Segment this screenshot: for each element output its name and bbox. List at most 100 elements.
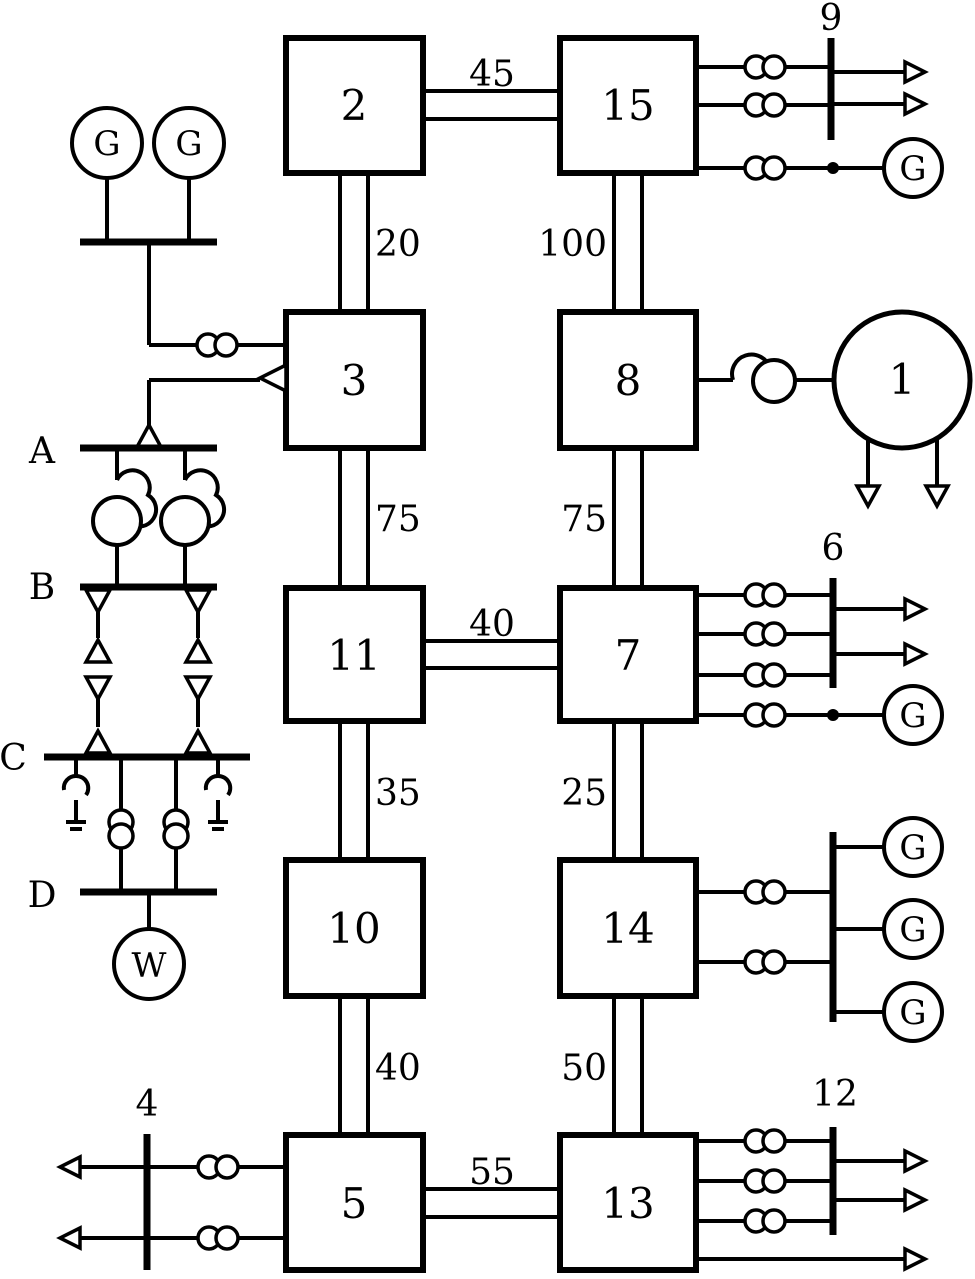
link-11-10 <box>338 721 370 860</box>
link-label-3-11: 75 <box>375 499 421 540</box>
converter-icon <box>83 675 113 703</box>
bus-14-gen-group: G G G <box>696 816 944 1043</box>
svg-text:G: G <box>175 124 202 164</box>
bus-label-C: C <box>0 738 27 779</box>
transformer-icon <box>743 582 787 608</box>
load-arrow-icon <box>903 1246 929 1272</box>
svg-text:G: G <box>93 124 120 164</box>
generator-icon: G <box>882 684 944 746</box>
node-label-1: 1 <box>889 355 916 404</box>
node-11: 11 <box>283 585 426 724</box>
transformer-icon <box>743 1128 787 1154</box>
bus-9-group: 9 G <box>696 0 944 199</box>
left-gen-group: G G <box>70 106 286 358</box>
link-label-8-7: 75 <box>561 499 607 540</box>
bus-label-12: 12 <box>812 1074 858 1115</box>
node-5: 5 <box>283 1132 426 1273</box>
node-14: 14 <box>557 857 699 999</box>
generator-icon: G <box>882 898 944 960</box>
bus-label-9: 9 <box>820 0 843 39</box>
link-15-8 <box>612 173 644 312</box>
load-arrow-icon <box>854 484 882 510</box>
load-arrow-icon <box>903 59 929 85</box>
link-labels: 45 20 100 75 75 40 35 25 40 50 55 <box>375 54 607 1193</box>
transformer-icon <box>196 1154 240 1180</box>
bus-label-B: B <box>29 567 55 608</box>
transformer-icon <box>196 1225 240 1251</box>
node-label-2: 2 <box>341 81 368 130</box>
transformer-icon <box>743 702 787 728</box>
bus-label-A: A <box>28 431 56 472</box>
bus-label-6: 6 <box>822 528 845 569</box>
ground-icon <box>203 757 233 831</box>
node-label-11: 11 <box>327 631 380 680</box>
node-label-15: 15 <box>601 81 654 130</box>
bus-label-4: 4 <box>136 1084 159 1125</box>
transformer-icon <box>195 332 239 358</box>
link-label-11-10: 35 <box>375 773 421 814</box>
svg-text:G: G <box>899 993 926 1033</box>
node-label-5: 5 <box>341 1179 368 1228</box>
node-8: 8 <box>557 309 699 451</box>
transformer-icon <box>743 949 787 975</box>
transformer-icon <box>743 1168 787 1194</box>
transformer-icon <box>107 808 135 850</box>
converter-icon <box>183 636 213 664</box>
converter-icon <box>183 588 213 616</box>
transformer-icon <box>743 92 787 118</box>
link-label-14-13: 50 <box>561 1048 607 1089</box>
load-arrow-icon <box>903 641 929 667</box>
bus-label-D: D <box>28 875 57 916</box>
node-label-10: 10 <box>327 904 380 953</box>
link-3-11 <box>338 448 370 588</box>
transformer-icon <box>743 621 787 647</box>
load-arrow-icon <box>903 1187 929 1213</box>
node-15: 15 <box>557 35 699 176</box>
link-2-3 <box>338 173 370 312</box>
interconnections <box>338 89 644 1219</box>
node-label-7: 7 <box>615 631 642 680</box>
transformer-icon <box>743 155 787 181</box>
bus-4-group: 4 <box>56 1084 286 1270</box>
converter-icon <box>256 362 288 394</box>
link-label-15-8: 100 <box>538 224 607 265</box>
generator-icon: G <box>882 816 944 878</box>
generator-icon: G <box>882 137 944 199</box>
load-arrow-icon <box>56 1225 82 1251</box>
converter-icon <box>83 636 113 664</box>
link-label-11-7: 40 <box>469 604 515 645</box>
ground-icon <box>61 757 91 831</box>
converter-icon <box>83 588 113 616</box>
machine-1 <box>831 309 973 451</box>
node-13: 13 <box>557 1132 699 1273</box>
svg-text:G: G <box>899 828 926 868</box>
wind-turbine-icon: W <box>112 927 186 1001</box>
transformer-icon <box>743 54 787 80</box>
machine-1-group: 1 <box>696 309 973 510</box>
load-arrow-icon <box>903 91 929 117</box>
transformer-icon <box>743 879 787 905</box>
link-14-13 <box>612 996 644 1135</box>
link-label-2-15: 45 <box>469 54 515 95</box>
link-5-13 <box>423 1187 560 1219</box>
converter-icon <box>83 727 113 755</box>
load-arrow-icon <box>56 1154 82 1180</box>
node-label-13: 13 <box>601 1179 654 1228</box>
transformer-icon <box>743 662 787 688</box>
node-label-14: 14 <box>601 904 654 953</box>
link-2-15 <box>423 89 560 121</box>
link-label-10-5: 40 <box>375 1048 421 1089</box>
svg-text:G: G <box>899 149 926 189</box>
transformer-icon <box>162 808 190 850</box>
link-label-2-3: 20 <box>375 224 421 265</box>
left-hvdc-group: A B C <box>0 362 288 1001</box>
link-label-5-13: 55 <box>469 1152 515 1193</box>
node-3: 3 <box>283 309 426 451</box>
generator-icon: G <box>70 106 144 180</box>
node-label-8: 8 <box>615 356 642 405</box>
node-2: 2 <box>283 35 426 176</box>
bus-6-group: 6 G <box>696 528 944 746</box>
link-11-7 <box>423 639 560 670</box>
